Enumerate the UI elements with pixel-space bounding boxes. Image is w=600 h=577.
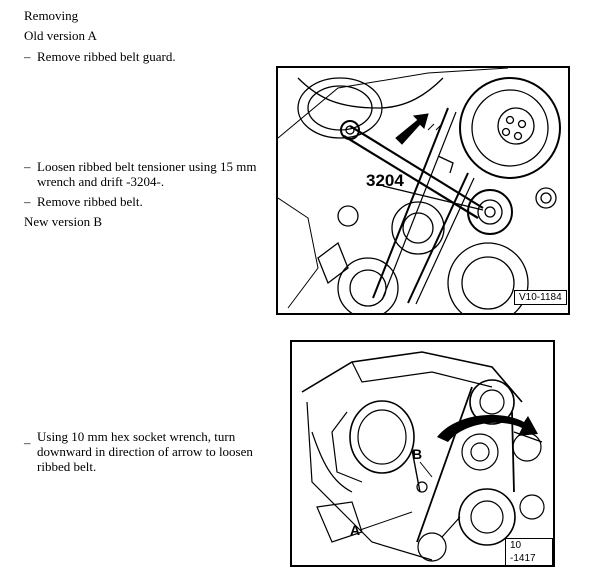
figure-reference: V10-1184 [514, 290, 567, 305]
bullet-dash: – [24, 435, 31, 450]
engine-belt-illustration [301, 351, 545, 562]
figure-version-a: 3204 V10-1184 [276, 66, 570, 315]
bullet-dash: – [24, 159, 31, 174]
section-heading: Removing [24, 8, 79, 23]
step-hex-wrench-line1: Using 10 mm hex socket wrench, turn [37, 429, 236, 444]
bullet-dash: – [24, 194, 31, 209]
step-remove-belt-guard: Remove ribbed belt guard. [37, 49, 176, 64]
version-b-label: New version B [24, 214, 102, 229]
step-hex-wrench-line2: downward in direction of arrow to loosen [37, 444, 253, 459]
label-a: A [350, 522, 361, 538]
step-remove-belt: Remove ribbed belt. [37, 194, 143, 209]
belt-tensioner-illustration [278, 68, 561, 313]
version-a-label: Old version A [24, 28, 97, 43]
figure-reference: 10 -1417 [505, 538, 553, 565]
bullet-dash: – [24, 49, 31, 64]
step-loosen-tensioner-line2: wrench and drift -3204-. [37, 174, 165, 189]
step-hex-wrench-line3: ribbed belt. [37, 459, 97, 474]
tool-number-callout: 3204 [366, 171, 404, 190]
step-loosen-tensioner-line1: Loosen ribbed belt tensioner using 15 mm [37, 159, 257, 174]
figure-version-b: B A 10 -1417 [290, 340, 555, 567]
label-b: B [412, 446, 423, 462]
